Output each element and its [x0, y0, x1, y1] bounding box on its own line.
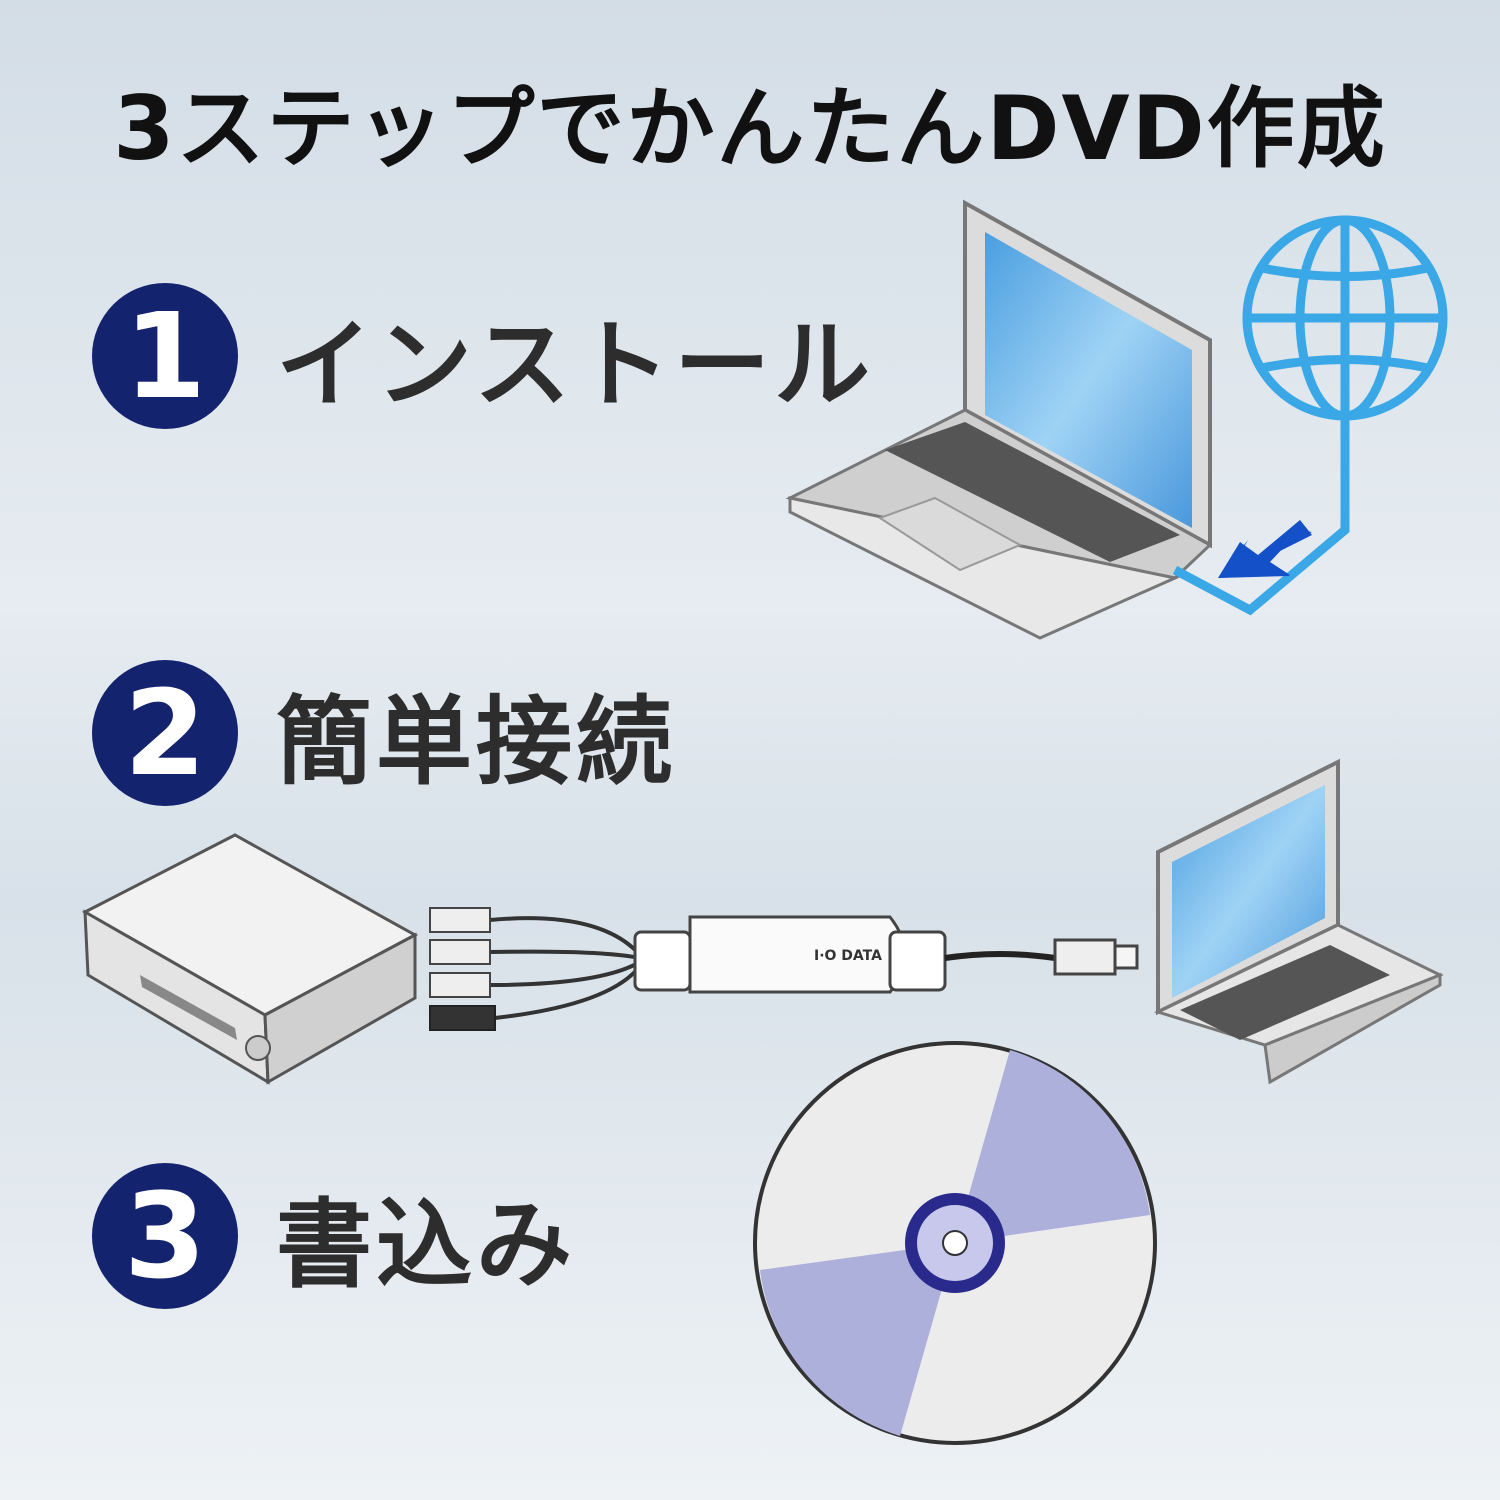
step-1-label: インストール	[276, 308, 875, 421]
step-2-label: 簡単接続	[276, 685, 676, 798]
step-1-number: 1	[92, 283, 238, 429]
laptop-icon	[785, 199, 1213, 640]
laptop-icon	[1153, 758, 1444, 1085]
device-brand: I·O DATA	[814, 948, 882, 964]
step-3: 3 書込み	[92, 1163, 576, 1309]
vcr-icon	[81, 833, 419, 1085]
page-title: 3ステップでかんたんDVD作成	[113, 77, 1387, 180]
step-3-label: 書込み	[276, 1188, 576, 1301]
step-2: 2 簡単接続	[92, 660, 676, 806]
step-2-number: 2	[92, 660, 238, 806]
download-arrow-icon	[1218, 520, 1312, 578]
step-1: 1 インストール	[92, 283, 874, 429]
step-3-number: 3	[92, 1163, 238, 1309]
dvd-disc-icon	[753, 1041, 1157, 1445]
usb-plug-icon	[1053, 938, 1139, 976]
globe-icon	[1172, 215, 1448, 616]
capture-cable-icon: I·O DATA	[429, 907, 1056, 1031]
